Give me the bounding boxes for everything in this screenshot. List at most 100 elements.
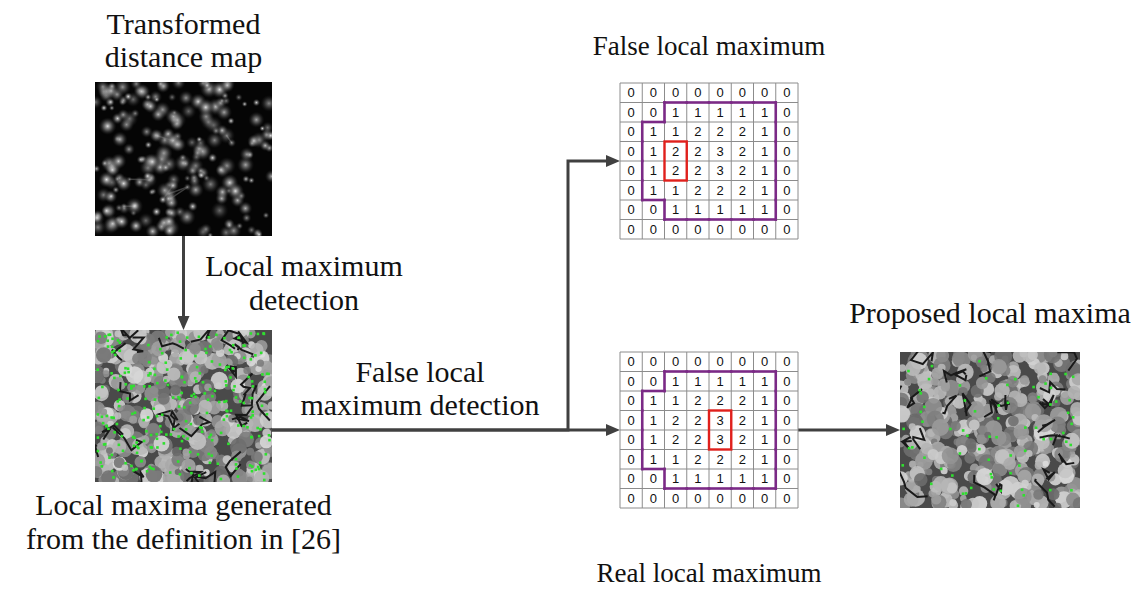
local-maximum-dot [1064, 373, 1067, 376]
map-blob [192, 148, 203, 159]
local-maximum-dot [988, 435, 991, 438]
table-cell: 1 [731, 103, 753, 123]
local-maximum-dot [122, 450, 125, 453]
local-maximum-dot [113, 431, 116, 434]
local-maximum-dot [102, 422, 105, 425]
local-maximum-dot [250, 436, 253, 439]
tree-crown [1054, 503, 1062, 508]
local-maximum-dot [211, 360, 214, 363]
local-maximum-dot [233, 385, 236, 388]
tree-crown [942, 447, 959, 464]
map-blob [266, 131, 272, 141]
local-maximum-dot [152, 407, 155, 410]
region-outline-segment [754, 218, 776, 221]
tree-crown [106, 447, 113, 454]
tree-crown [927, 449, 938, 460]
region-outline-segment [687, 487, 709, 490]
local-maximum-dot [1009, 454, 1012, 457]
map-blob [255, 231, 262, 236]
local-maximum-dot [930, 483, 933, 486]
region-outline-segment [754, 370, 776, 373]
table-cell: 1 [687, 469, 709, 489]
local-maximum-dot [990, 476, 993, 479]
local-maximum-dot [153, 368, 156, 371]
grid-rule [620, 391, 798, 392]
tree-crown [961, 499, 972, 508]
local-maximum-dot [243, 357, 246, 360]
local-maximum-dot [117, 389, 120, 392]
local-maximum-dot [227, 365, 230, 368]
local-maximum-dot [250, 416, 253, 419]
local-maximum-dot [229, 376, 232, 379]
table-cell: 1 [754, 181, 776, 201]
table-cell: 0 [754, 220, 776, 240]
canopy-gap [1035, 479, 1055, 507]
local-maximum-dot [142, 419, 145, 422]
local-maximum-dot [962, 492, 965, 495]
tree-crown [914, 473, 928, 487]
grid-rule [620, 200, 798, 201]
local-maximum-dot [214, 390, 217, 393]
local-maximum-dot [109, 333, 112, 336]
table-cell: 1 [754, 469, 776, 489]
local-maximum-dot [1050, 387, 1053, 390]
tree-crown [1034, 502, 1040, 508]
local-maximum-dot [959, 452, 962, 455]
table-cell: 0 [687, 220, 709, 240]
local-maximum-dot [257, 466, 260, 469]
local-maximum-dot [1024, 450, 1027, 453]
local-maximum-dot [167, 384, 170, 387]
tree-crown [127, 383, 136, 392]
local-maximum-dot [194, 355, 197, 358]
tree-crown [917, 374, 933, 390]
canopy-gap [907, 389, 922, 408]
local-maximum-dot [159, 348, 162, 351]
local-maximum-dot [990, 473, 993, 476]
map-blob [125, 197, 143, 215]
map-blob [161, 163, 171, 173]
table-cell: 1 [665, 372, 687, 392]
tree-crown [976, 377, 988, 389]
map-blob [169, 137, 184, 152]
local-maximum-dot [143, 385, 146, 388]
image-panel: Local maxima generated from the definiti… [95, 330, 272, 482]
local-maximum-dot [118, 341, 121, 344]
map-blob [235, 94, 243, 102]
table-cell: 0 [620, 142, 642, 162]
tree-crown [1052, 373, 1058, 379]
canopy-gap [234, 344, 253, 354]
local-maximum-dot [149, 372, 152, 375]
canopy-gap [1040, 435, 1057, 445]
local-maximum-dot [135, 441, 138, 444]
table-cell: 0 [776, 411, 798, 431]
table-cell: 1 [665, 181, 687, 201]
table-cell: 1 [754, 142, 776, 162]
region-outline-segment [709, 487, 731, 490]
panel-image [900, 352, 1080, 508]
local-maximum-dot [101, 465, 104, 468]
local-maximum-dot [131, 413, 134, 416]
tree-crown [101, 470, 116, 482]
local-maximum-dot [127, 367, 130, 370]
local-maximum-dot [188, 467, 191, 470]
local-maximum-dot [235, 458, 238, 461]
local-maximum-dot [220, 478, 223, 481]
local-maximum-dot [150, 467, 153, 470]
region-outline-segment [774, 200, 777, 220]
region-outline-segment [774, 430, 777, 450]
local-maximum-dot [176, 331, 179, 334]
tree-crown [151, 341, 166, 356]
map-blob [179, 90, 194, 105]
image-panel: Transformed distance map [95, 82, 272, 236]
local-maximum-dot [919, 411, 922, 414]
local-maximum-dot [101, 415, 104, 418]
region-outline-segment [641, 142, 644, 162]
canopy-gap [227, 365, 236, 377]
table-cell: 2 [687, 411, 709, 431]
canopy-gap [900, 471, 928, 497]
tree-crown [1044, 352, 1061, 363]
local-maximum-dot [97, 340, 100, 343]
table-cell: 1 [731, 372, 753, 392]
map-background [95, 82, 272, 236]
local-maximum-dot [940, 468, 943, 471]
